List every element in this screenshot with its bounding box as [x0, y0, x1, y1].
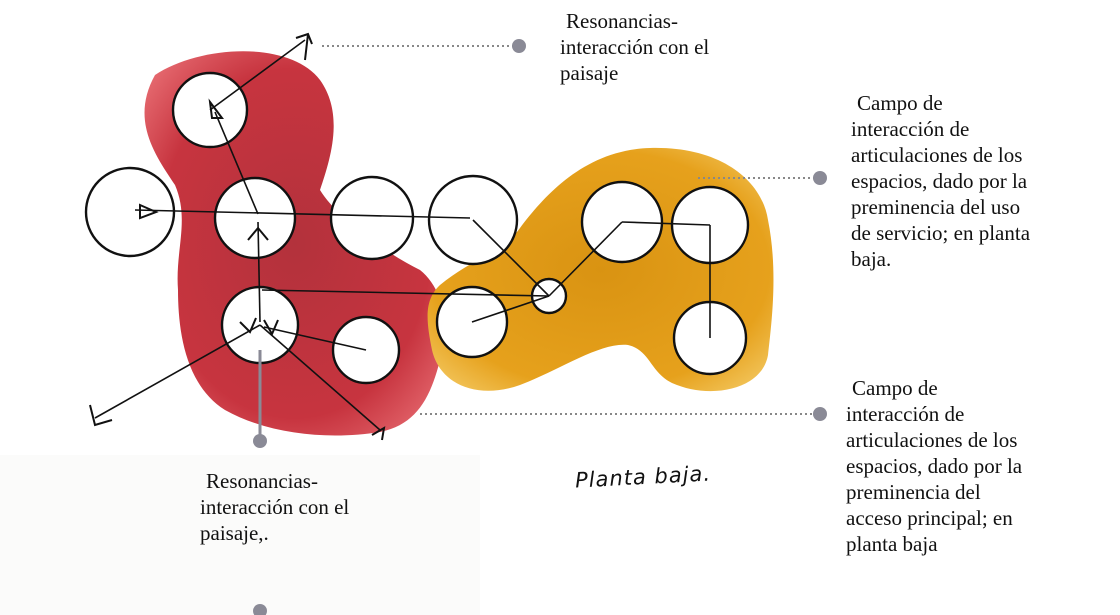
caption-background-panel	[0, 455, 480, 615]
label-line: Resonancias-	[566, 9, 678, 33]
label-line: interacción de	[846, 402, 965, 426]
arrow-icon	[263, 319, 279, 337]
label-line: interacción con el	[200, 495, 350, 519]
leader-dot	[813, 407, 827, 421]
label-line: preminencia del	[846, 480, 981, 504]
label-top-resonance: Resonancias- interacción con el paisaje	[560, 8, 780, 86]
label-service-field: Campo de interacción de articulaciones d…	[851, 90, 1117, 272]
arrow-icon	[247, 226, 269, 241]
label-line: preminencia del uso	[851, 195, 1021, 219]
label-line: espacios, dado por la	[846, 454, 1023, 478]
leader-dot	[813, 171, 827, 185]
label-access-field: Campo de interacción de articulaciones d…	[846, 375, 1116, 557]
label-line: de servicio; en planta	[851, 221, 1031, 245]
leader-lines	[258, 45, 818, 438]
arrow-icon	[295, 32, 313, 61]
label-line: paisaje,.	[200, 521, 269, 545]
leader-dot	[253, 434, 267, 448]
leader-dots	[253, 39, 827, 615]
room-circle	[84, 166, 176, 258]
label-line: Resonancias-	[206, 469, 318, 493]
label-line: planta baja	[846, 532, 938, 556]
arrow-icon	[239, 317, 257, 334]
label-line: articulaciones de los	[851, 143, 1023, 167]
arrow-heads	[89, 32, 386, 441]
label-line: baja.	[851, 247, 892, 271]
handwritten-caption-panel	[550, 448, 780, 510]
room-circle	[329, 175, 415, 261]
room-circle	[213, 176, 297, 260]
label-bottom-resonance: Resonancias- interacción con el paisaje,…	[200, 468, 430, 546]
arrow-icon	[139, 203, 159, 220]
arrow-icon	[208, 98, 224, 119]
leader-dot	[253, 604, 267, 615]
label-line: interacción con el	[560, 35, 710, 59]
label-line: articulaciones de los	[846, 428, 1018, 452]
leader-dot	[512, 39, 526, 53]
label-line: Campo de	[852, 376, 938, 400]
label-line: paisaje	[560, 61, 619, 85]
label-line: acceso principal; en	[846, 506, 1013, 530]
connection-lines	[94, 39, 711, 431]
arrow-icon	[89, 404, 113, 427]
label-line: interacción de	[851, 117, 970, 141]
arrow-icon	[371, 426, 386, 441]
label-line: espacios, dado por la	[851, 169, 1028, 193]
label-line: Campo de	[857, 91, 943, 115]
